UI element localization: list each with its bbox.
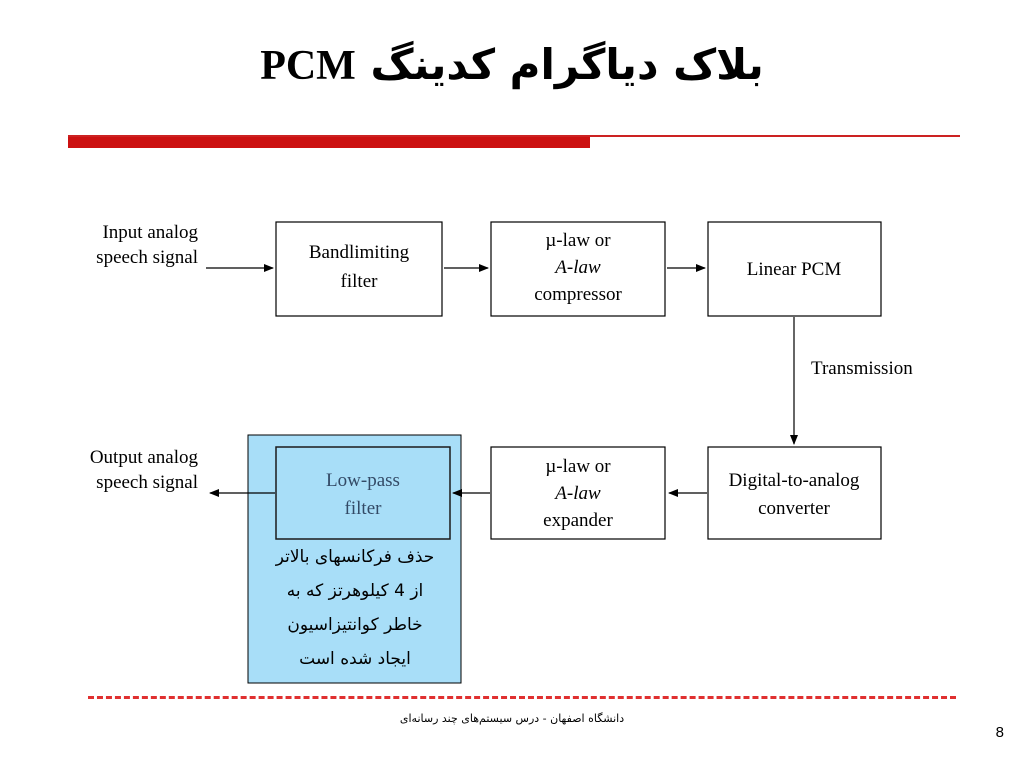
expander-line2: A-law	[553, 483, 601, 504]
dac-line2: converter	[758, 498, 830, 519]
highlight-note-line2: از 4 کیلوهرتز که به	[286, 581, 424, 601]
slide-title-latin: PCM	[260, 43, 356, 89]
highlight-note-line4: ایجاد شده است	[299, 649, 411, 669]
compressor-line2: A-law	[553, 257, 601, 278]
highlight-note: حذف فرکانسهای بالاتر از 4 کیلوهرتز که به…	[249, 540, 461, 676]
page-number: 8	[995, 724, 1004, 741]
bandlimiting-line2: filter	[341, 271, 379, 292]
lowpass-line1: Low-pass	[326, 470, 400, 491]
lowpass-line2: filter	[345, 498, 383, 519]
linear-pcm-box	[707, 221, 882, 317]
bandlimiting-line1: Bandlimiting	[309, 242, 410, 263]
expander-line3: expander	[543, 510, 613, 531]
expander-line1: µ-law or	[545, 456, 611, 477]
highlight-note-line1: حذف فرکانسهای بالاتر	[275, 547, 435, 567]
title-rule-thick	[68, 137, 590, 148]
dac-line1: Digital-to-analog	[729, 470, 860, 491]
footer-text: دانشگاه اصفهان - درس سیستم‌های چند رسانه…	[399, 712, 625, 725]
footer-dashed-rule	[88, 696, 956, 699]
transmission-label: Transmission	[811, 358, 913, 379]
compressor-line1: µ-law or	[545, 230, 611, 251]
input-label-line2: speech signal	[96, 247, 198, 268]
dac-box	[707, 446, 882, 540]
linear-pcm-label: Linear PCM	[747, 259, 842, 280]
output-label-line1: Output analog	[90, 447, 199, 468]
input-label-line1: Input analog	[102, 222, 198, 243]
slide-title: بلاک دیاگرام کدینگ PCM	[0, 40, 1024, 90]
title-rule-thin	[68, 135, 960, 137]
compressor-box	[490, 221, 666, 317]
lowpass-filter-box	[275, 446, 451, 540]
compressor-line3: compressor	[534, 284, 622, 305]
output-label-line2: speech signal	[96, 472, 198, 493]
highlight-note-line3: خاطر کوانتیزاسیون	[287, 615, 423, 635]
expander-box	[490, 446, 666, 540]
bandlimiting-filter-box	[275, 221, 443, 317]
slide-title-persian: بلاک دیاگرام کدینگ	[370, 40, 764, 89]
